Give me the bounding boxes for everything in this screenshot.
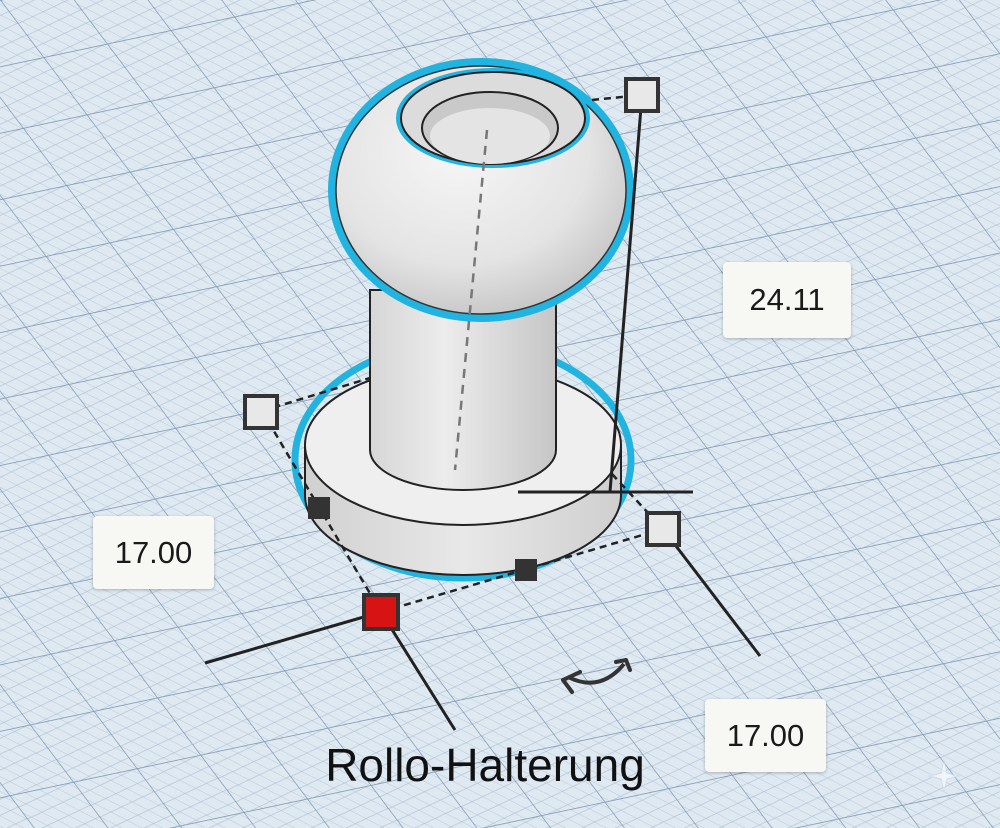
height-dimension-label[interactable]: 24.11 — [723, 262, 851, 338]
ball-head — [328, 58, 634, 322]
corner-handle-front-right[interactable] — [645, 511, 681, 547]
depth-dimension-label[interactable]: 17.00 — [705, 699, 826, 772]
corner-handle-front-left-active[interactable] — [362, 593, 400, 631]
height-handle[interactable] — [624, 77, 660, 113]
edge-handle-front[interactable] — [515, 559, 537, 581]
measure-lines — [204, 94, 762, 731]
rotate-arrow-icon — [561, 658, 632, 694]
sparkle-icon — [927, 759, 961, 793]
corner-handle-back-left[interactable] — [243, 394, 279, 430]
width-dimension-label[interactable]: 17.00 — [93, 516, 214, 589]
edge-handle-left[interactable] — [308, 497, 330, 519]
shape-name-label: Rollo-Halterung — [325, 739, 645, 791]
